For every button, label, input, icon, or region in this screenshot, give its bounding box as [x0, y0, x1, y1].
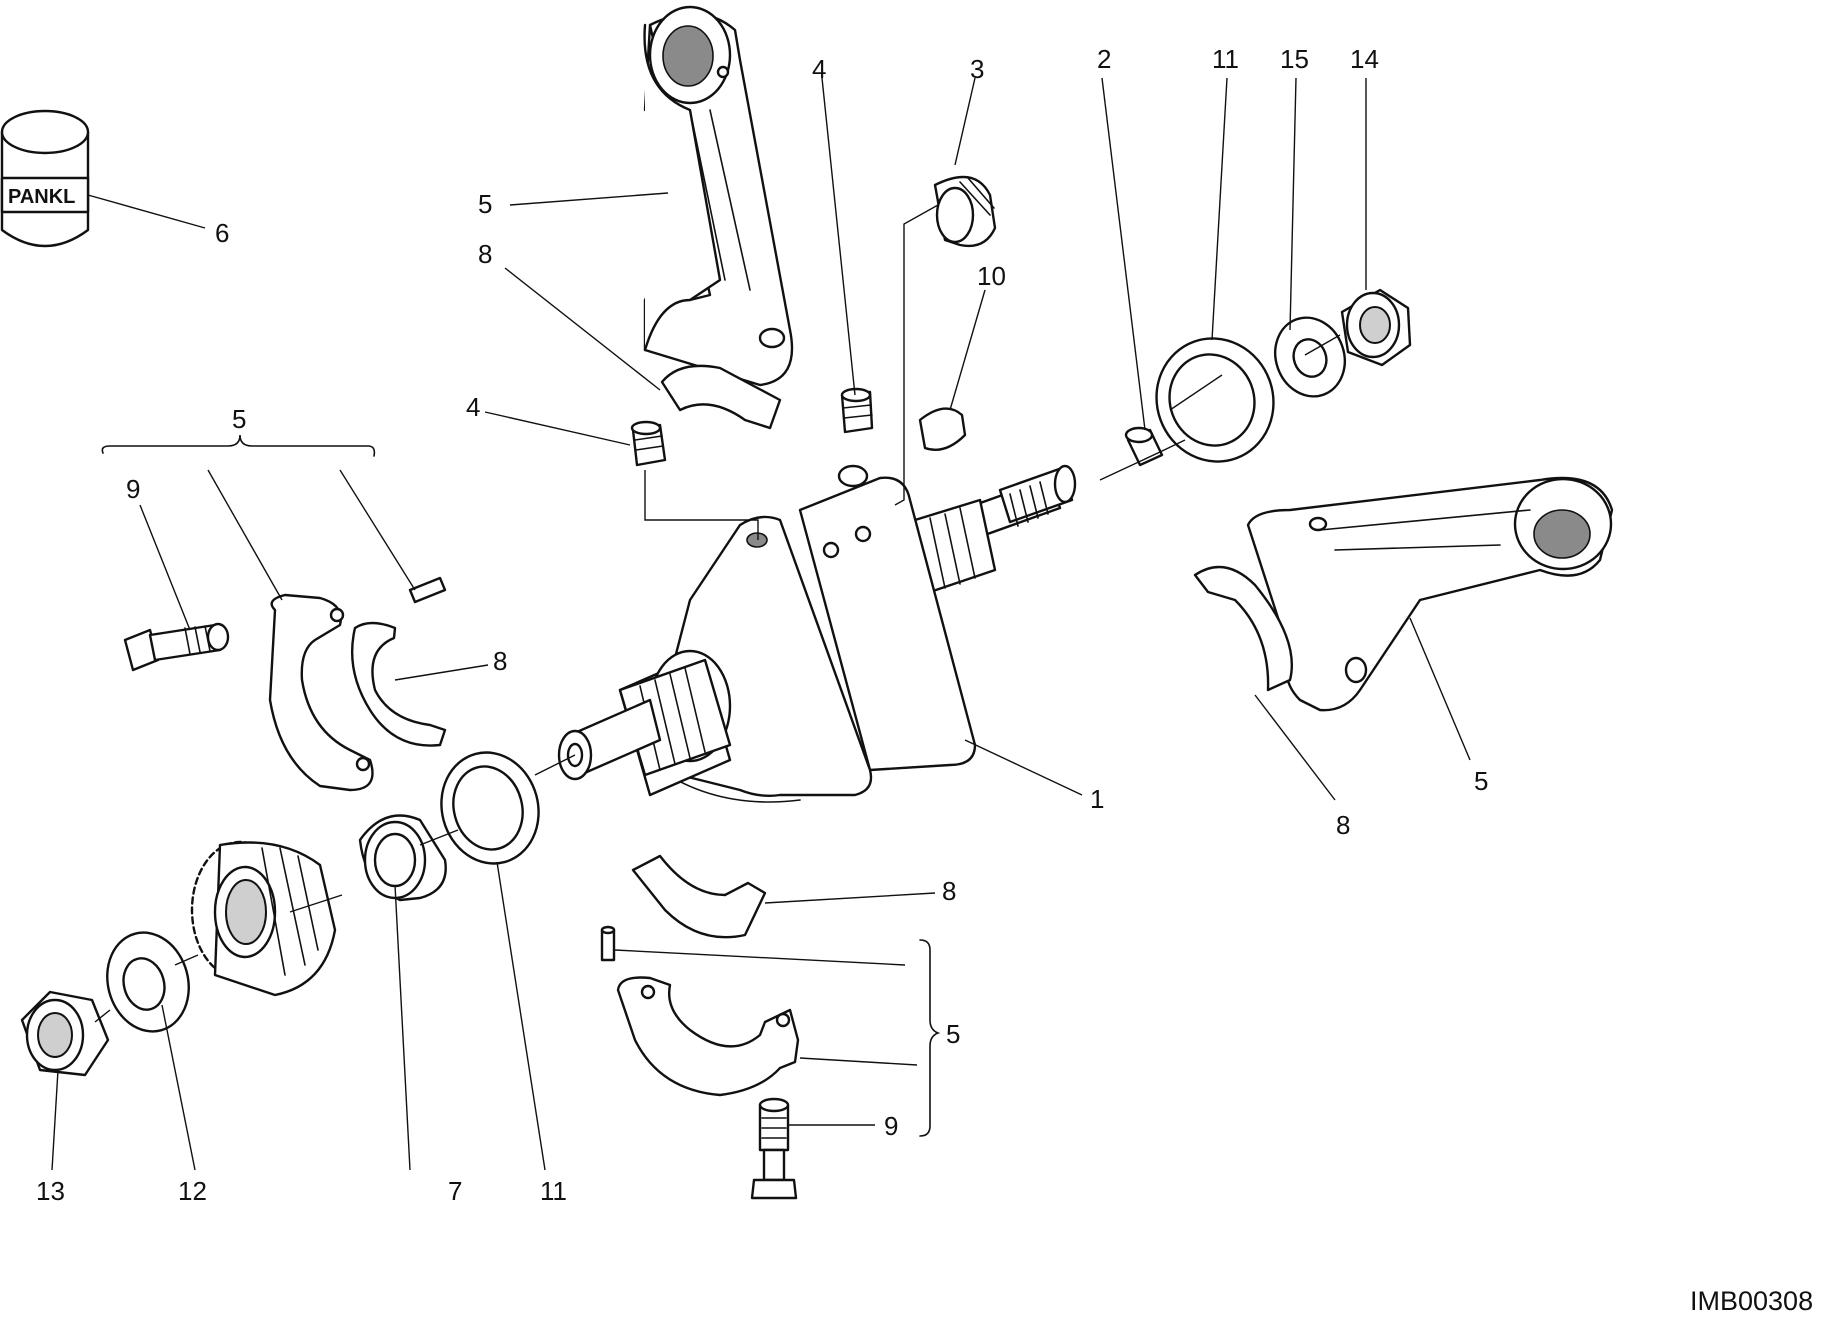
- callout-4-left: 4: [466, 392, 480, 422]
- callout-12: 12: [178, 1176, 207, 1206]
- callout-5-rod-top: 5: [478, 189, 492, 219]
- callout-5-bracket-bottom: 5: [946, 1019, 960, 1049]
- crankshaft: [557, 464, 1077, 803]
- callout-8-right: 8: [1336, 810, 1350, 840]
- callout-14: 14: [1350, 44, 1379, 74]
- callout-labels: 1 2 3 4 4 5 5 5 5 6 7 8 8 8 8 9 9 10 11 …: [36, 44, 1813, 1316]
- nut-right: [1340, 288, 1412, 367]
- grub-screw-right: [840, 387, 874, 434]
- callout-9-left: 9: [126, 474, 140, 504]
- dowel-pin-left: [408, 576, 447, 604]
- callout-11-top: 11: [1212, 44, 1239, 74]
- callout-11-bottom: 11: [540, 1176, 567, 1206]
- callout-4-top: 4: [812, 54, 826, 84]
- callout-6: 6: [215, 218, 229, 248]
- callout-1: 1: [1090, 784, 1104, 814]
- pankl-can: PANKL: [0, 109, 90, 248]
- tab-washer-front: [106, 931, 190, 1033]
- callout-8-left: 8: [493, 646, 507, 676]
- bearing-shell-bottom: [631, 854, 767, 939]
- callout-2: 2: [1097, 44, 1111, 74]
- leader-lines: [51, 77, 1471, 1171]
- bracket-group-bottom: [919, 939, 941, 1137]
- threaded-plug: [933, 175, 997, 248]
- bracket-bottom: [616, 976, 800, 1097]
- bracket-group-left: [101, 434, 376, 792]
- callout-10: 10: [977, 261, 1006, 291]
- drawing-code: IMB00308: [1690, 1286, 1813, 1316]
- callout-8-bottom: 8: [942, 876, 956, 906]
- connecting-rod-top: [643, 5, 794, 387]
- bolt-bottom: [750, 1097, 798, 1200]
- gear: [190, 840, 337, 997]
- bearing-shell-left: [350, 621, 447, 747]
- thrust-washer-front: [440, 751, 540, 865]
- thrust-washer-right: [1155, 337, 1275, 463]
- grub-screw-shaft: [1124, 426, 1164, 467]
- bolt-left: [123, 622, 230, 672]
- callout-8-top: 8: [478, 239, 492, 269]
- callout-5-bracket-left: 5: [232, 404, 246, 434]
- bearing-shell-right: [1193, 565, 1294, 692]
- callout-13: 13: [36, 1176, 65, 1206]
- bush-front: [358, 814, 447, 902]
- nut-front: [20, 990, 110, 1077]
- pankl-logo-text: PANKL: [8, 186, 75, 208]
- callout-3: 3: [970, 54, 984, 84]
- callout-5-rod-right: 5: [1474, 766, 1488, 796]
- callout-9-bottom: 9: [884, 1111, 898, 1141]
- grub-screw-left: [630, 420, 667, 467]
- bearing-shell-top: [660, 364, 782, 430]
- woodruff-key: [918, 407, 967, 452]
- dowel-pin-bottom: [600, 925, 616, 962]
- connecting-rod-right: [1246, 476, 1614, 712]
- tab-washer-right: [1274, 316, 1346, 398]
- callout-15: 15: [1280, 44, 1309, 74]
- callout-7: 7: [448, 1176, 462, 1206]
